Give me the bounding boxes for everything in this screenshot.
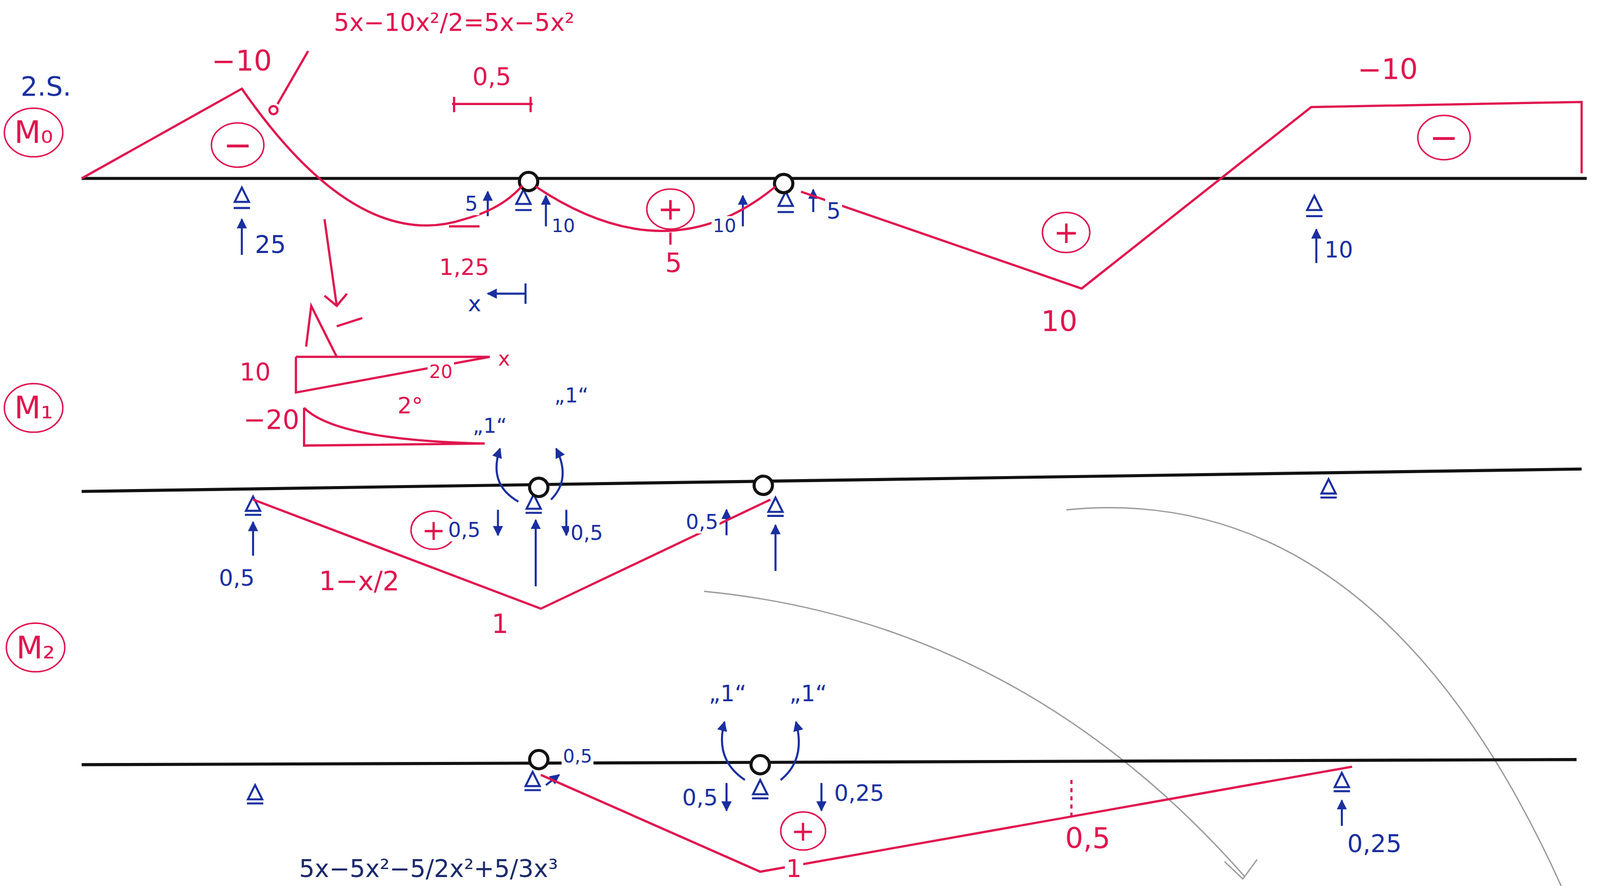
- value-label: 0,5: [680, 785, 720, 811]
- supports: [233, 187, 1350, 804]
- value-label: 0,5: [569, 522, 605, 545]
- value-label: 10: [711, 216, 738, 237]
- value-label: 0,5: [446, 519, 482, 542]
- value-label: 5: [663, 248, 684, 279]
- value-label: −20: [242, 405, 301, 436]
- circled-sign: M₂: [4, 621, 67, 675]
- circled-sign: +: [1040, 210, 1092, 255]
- value-label: „1“: [553, 384, 590, 408]
- value-label: 0,25: [832, 781, 886, 807]
- value-label: 10: [1322, 237, 1355, 263]
- pencil-strokes: [704, 507, 1562, 886]
- circled-sign: +: [779, 810, 828, 853]
- value-label: 2.S.: [18, 72, 73, 102]
- moment-curves: [81, 50, 1582, 873]
- sign-text: M₀: [2, 115, 65, 150]
- value-label: 0,5: [684, 511, 720, 534]
- value-label: 0,5: [1063, 823, 1112, 855]
- circled-sign: −: [209, 121, 266, 170]
- value-label: 1: [784, 855, 804, 883]
- value-label: 1,25: [437, 255, 491, 281]
- value-label: 25: [253, 231, 288, 259]
- sign-text: +: [779, 815, 828, 848]
- value-label: „1“: [787, 681, 829, 707]
- value-label: x: [466, 291, 483, 317]
- sign-text: +: [1040, 215, 1092, 250]
- value-label: −10: [1356, 53, 1420, 86]
- hinges: [519, 172, 793, 775]
- value-label: 10: [550, 216, 577, 237]
- value-label: 1: [490, 609, 511, 640]
- value-label: 2°: [396, 393, 425, 419]
- value-label: 20: [427, 362, 454, 383]
- circled-sign: M₁: [2, 381, 65, 435]
- value-label: 5: [825, 198, 843, 224]
- value-label: 5x−5x²−5/2x²+5/3x³: [297, 855, 560, 883]
- sign-text: +: [645, 192, 696, 227]
- value-label: 1−x/2: [317, 567, 402, 597]
- value-label: 5x−10x²/2=5x−5x²: [332, 8, 577, 36]
- sign-text: −: [1416, 118, 1472, 157]
- value-label: 0,5: [470, 63, 513, 91]
- value-label: „1“: [707, 681, 748, 707]
- value-label: 0,5: [561, 746, 594, 768]
- value-label: x: [496, 347, 512, 371]
- value-label: 5: [463, 192, 480, 216]
- sign-text: M₁: [2, 391, 65, 426]
- value-label: −10: [210, 45, 274, 77]
- value-label: 0,5: [217, 566, 257, 591]
- sign-text: −: [209, 126, 266, 165]
- circled-sign: M₀: [2, 106, 65, 159]
- value-label: „1“: [471, 415, 509, 438]
- sign-text: M₂: [4, 631, 67, 666]
- value-label: 0,25: [1345, 830, 1404, 858]
- moment-arrows: [487, 283, 822, 811]
- circled-sign: −: [1416, 113, 1472, 162]
- value-label: 10: [238, 358, 273, 386]
- beams: [81, 178, 1588, 765]
- reaction-arrows: [241, 189, 1342, 827]
- value-label: 10: [1039, 305, 1079, 338]
- circled-sign: +: [645, 187, 696, 232]
